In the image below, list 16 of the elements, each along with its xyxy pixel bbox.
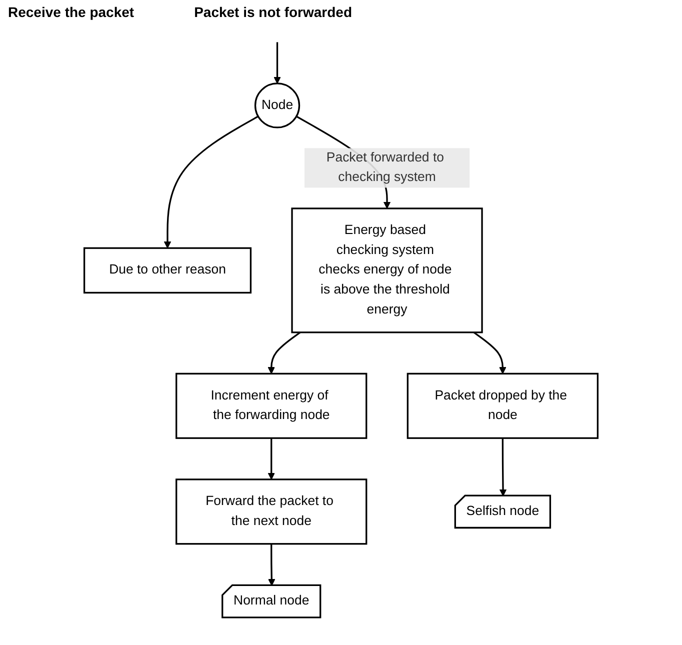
arrow [268,544,276,586]
node-circle: Node [254,82,300,128]
node-box: Energy based checking system checks energy of node is above the threshold energy [291,208,483,334]
arrow [268,438,275,480]
edge-label: Packet forwarded to checking system [326,150,444,184]
node-box: Packet dropped by the node [406,372,599,439]
node-box: Forward the packet to the next node [176,478,368,545]
arrow [268,332,301,374]
node-box: Increment energy of the forwarding node [176,372,368,439]
arrow [164,116,259,248]
arrow [274,42,281,84]
node-box: Due to other reason [83,247,252,294]
arrow [499,438,507,496]
note-text: Receive the packet [8,4,134,20]
arrow [473,332,506,374]
note-text: Packet is not forwarded [194,4,352,20]
